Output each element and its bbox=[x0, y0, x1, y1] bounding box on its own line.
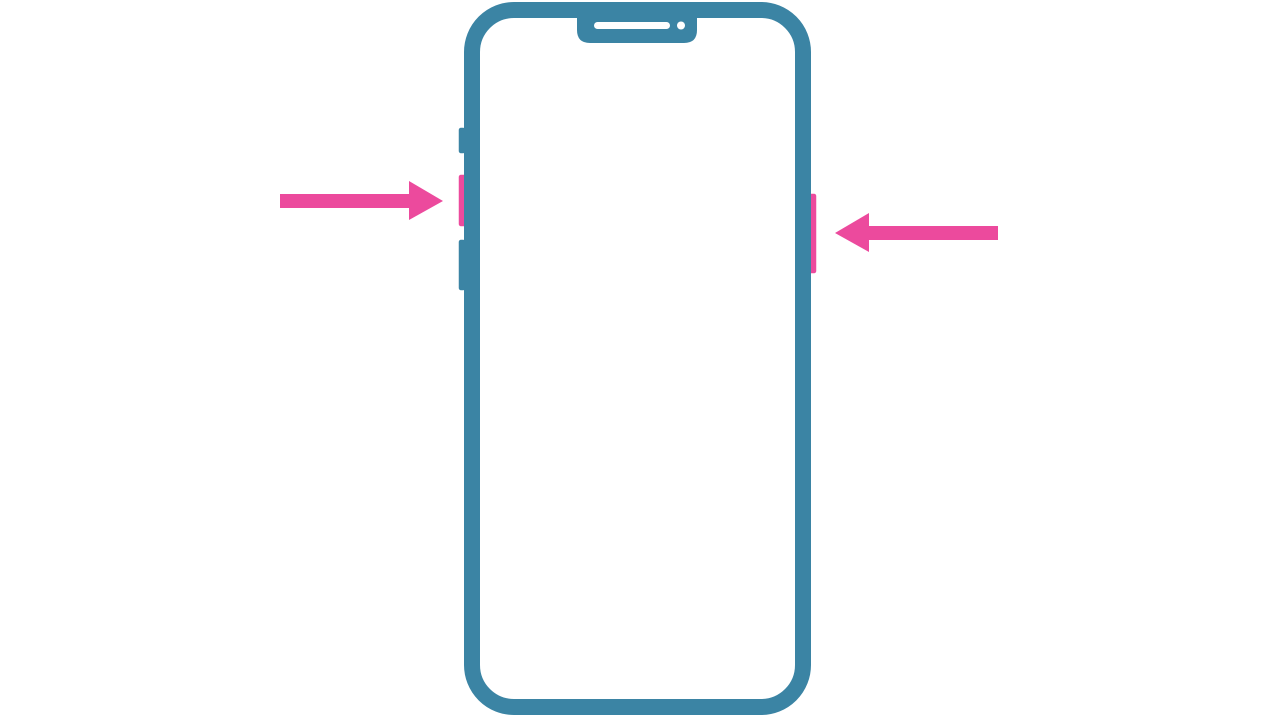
arrow-shaft-right bbox=[866, 226, 998, 240]
arrow-head-left-icon bbox=[835, 213, 869, 252]
arrow-head-right-icon bbox=[409, 181, 443, 220]
phone-body bbox=[464, 2, 811, 715]
arrow-to-side-button bbox=[835, 213, 998, 252]
speaker-grille-icon bbox=[594, 22, 670, 29]
arrow-shaft-left bbox=[280, 194, 412, 208]
front-camera-icon bbox=[677, 21, 685, 30]
arrow-to-volume-up bbox=[280, 181, 443, 220]
